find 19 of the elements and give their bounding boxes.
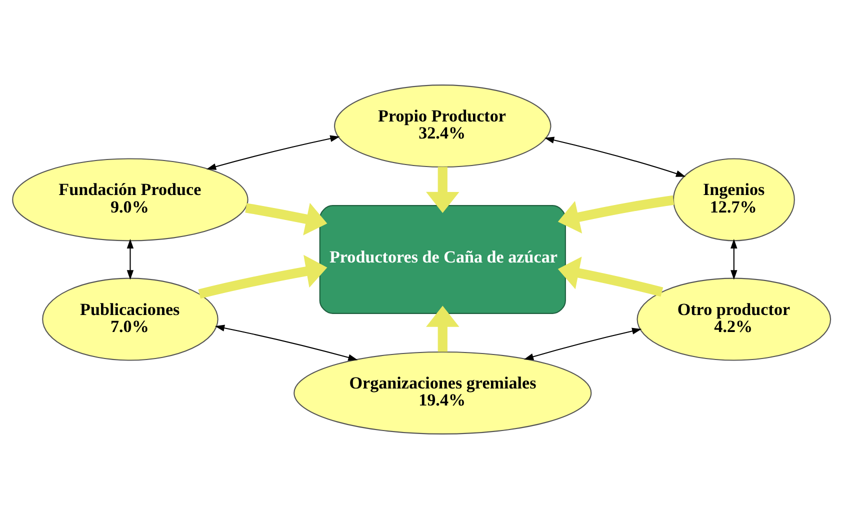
arrow: [426, 305, 460, 352]
arrow: [198, 254, 328, 298]
arrow: [730, 238, 738, 280]
arrow: [126, 238, 134, 280]
node-ellipse: Publicaciones 7.0%: [42, 277, 218, 360]
arrow: [426, 166, 460, 213]
node-ellipse: Propio Productor 32.4%: [334, 84, 552, 168]
node-box: Productores de Caña de azúcar: [319, 204, 566, 314]
arrow: [558, 256, 664, 296]
node-ellipse: Organizaciones gremiales 19.4%: [294, 350, 592, 434]
arrow: [558, 194, 674, 233]
arrow: [206, 134, 340, 170]
node-ellipse: Ingenios 12.7%: [672, 158, 795, 241]
node-ellipse: Otro productor 4.2%: [636, 277, 832, 360]
node-ellipse: Fundación Produce 9.0%: [12, 158, 248, 241]
arrow: [524, 327, 642, 360]
arrow: [214, 324, 358, 360]
arrow: [544, 136, 686, 176]
arrow: [245, 202, 328, 235]
